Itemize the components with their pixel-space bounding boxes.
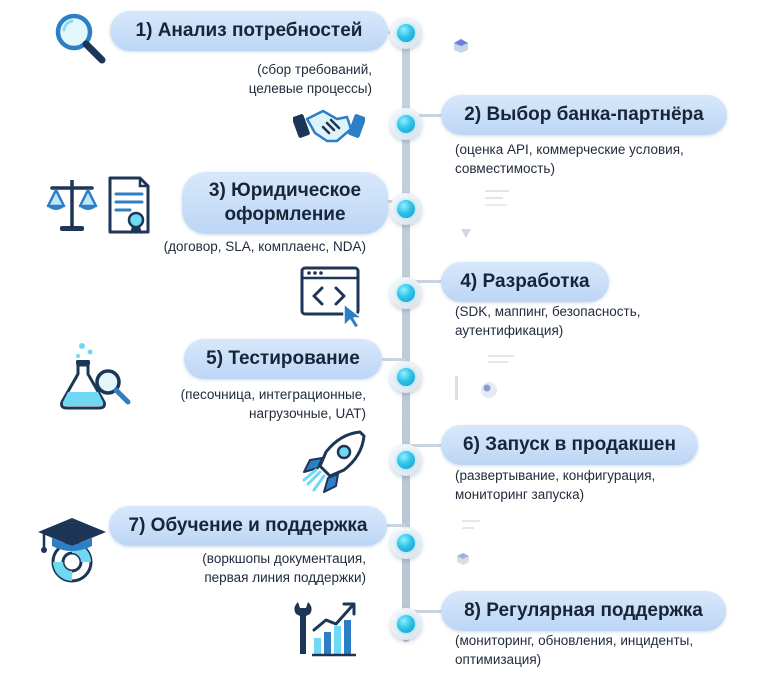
- step-5-description: (песочница, интеграционные,нагрузочные, …: [180, 387, 366, 421]
- connector-6: [406, 444, 444, 447]
- step-1-title: 1) Анализ потребностей: [110, 11, 388, 51]
- timeline-node-7: [390, 527, 422, 559]
- wrench-chart-icon: [290, 598, 366, 663]
- step-5-title: 5) Тестирование: [184, 339, 382, 379]
- decorative-bars-icon: [486, 352, 516, 370]
- connector-7: [386, 524, 406, 527]
- step-8-description: (мониторинг, обновления, инциденты,оптим…: [455, 633, 694, 667]
- decorative-lines-icon-2: [460, 518, 482, 539]
- step-4-title: 4) Разработка: [441, 262, 609, 302]
- step-3-description: (договор, SLA, комплаенс, NDA): [163, 239, 366, 254]
- step-7-title: 7) Обучение и поддержка: [109, 506, 387, 546]
- decorative-triangle-icon: [460, 226, 472, 244]
- step-1-description: (сбор требований,целевые процессы): [248, 62, 372, 96]
- magnifier-icon: [50, 8, 110, 73]
- decorative-orb-icon: [455, 376, 499, 407]
- timeline-node-3: [390, 193, 422, 225]
- lab-flask-icon: [56, 340, 134, 417]
- decorative-cube-icon: [453, 38, 469, 59]
- step-2-title: 2) Выбор банка-партнёра: [441, 95, 727, 135]
- timeline-node-6: [390, 444, 422, 476]
- step-4-description: (SDK, маппинг, безопасность,аутентификац…: [455, 304, 641, 338]
- timeline-axis: [402, 22, 410, 642]
- handshake-icon: [292, 97, 366, 154]
- timeline-node-4: [390, 277, 422, 309]
- step-6-description: (развертывание, конфигурация,мониторинг …: [455, 468, 656, 502]
- code-window-icon: [300, 266, 366, 333]
- timeline-node-1: [390, 17, 422, 49]
- timeline-node-5: [390, 361, 422, 393]
- connector-2: [406, 114, 444, 117]
- connector-4: [406, 280, 444, 283]
- timeline-node-2: [390, 108, 422, 140]
- connector-8: [406, 610, 444, 613]
- legal-document-icon: [44, 172, 162, 241]
- timeline-node-8: [390, 608, 422, 640]
- step-7-description: (воркшопы документация,первая линия подд…: [202, 551, 366, 585]
- step-2-description: (оценка API, коммерческие условия,совмес…: [455, 142, 684, 176]
- decorative-cube-icon-2: [456, 552, 470, 571]
- graduation-lifebuoy-icon: [36, 514, 108, 589]
- step-6-title: 6) Запуск в продакшен: [441, 425, 698, 465]
- decorative-lines-icon: [483, 188, 511, 213]
- step-8-title: 8) Регулярная поддержка: [441, 591, 726, 631]
- rocket-icon: [300, 428, 368, 499]
- connector-5: [382, 358, 406, 361]
